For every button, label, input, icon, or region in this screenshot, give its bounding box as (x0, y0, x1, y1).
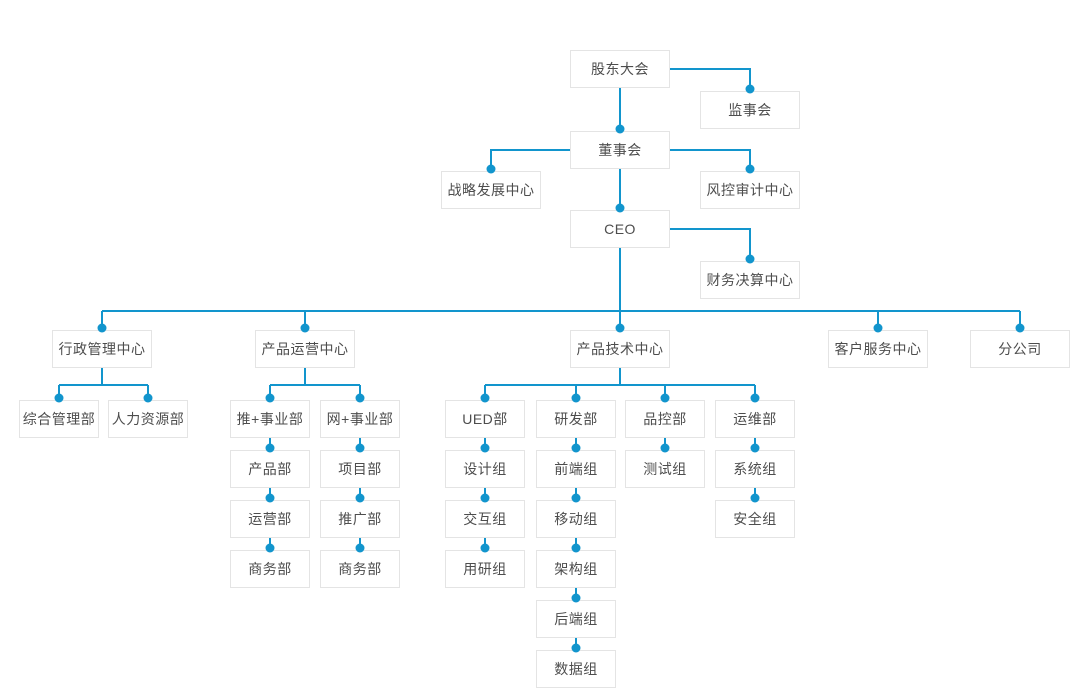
org-node-ops-dept: 运维部 (715, 400, 795, 438)
org-node-product-dept: 产品部 (230, 450, 310, 488)
org-node-interaction-group: 交互组 (445, 500, 525, 538)
org-node-general-mgmt-dept: 综合管理部 (19, 400, 99, 438)
org-node-mobile-group: 移动组 (536, 500, 616, 538)
org-node-promotion-dept: 推广部 (320, 500, 400, 538)
org-node-tui-business-dept: 推+事业部 (230, 400, 310, 438)
org-node-risk-audit-center: 风控审计中心 (700, 171, 800, 209)
org-node-project-dept: 项目部 (320, 450, 400, 488)
org-node-admin-center: 行政管理中心 (52, 330, 152, 368)
org-node-shareholders-meeting: 股东大会 (570, 50, 670, 88)
org-node-business-dept-wang: 商务部 (320, 550, 400, 588)
org-node-wang-business-dept: 网+事业部 (320, 400, 400, 438)
org-node-backend-group: 后端组 (536, 600, 616, 638)
org-node-business-dept-tui: 商务部 (230, 550, 310, 588)
org-node-board-of-directors: 董事会 (570, 131, 670, 169)
org-node-branch-company: 分公司 (970, 330, 1070, 368)
org-node-product-tech-center: 产品技术中心 (570, 330, 670, 368)
org-node-ceo: CEO (570, 210, 670, 248)
org-node-operation-dept: 运营部 (230, 500, 310, 538)
org-node-product-operation-center: 产品运营中心 (255, 330, 355, 368)
org-node-strategy-center: 战略发展中心 (441, 171, 541, 209)
org-node-customer-service-center: 客户服务中心 (828, 330, 928, 368)
org-node-security-group: 安全组 (715, 500, 795, 538)
org-node-finance-center: 财务决算中心 (700, 261, 800, 299)
org-node-design-group: 设计组 (445, 450, 525, 488)
org-node-ued-dept: UED部 (445, 400, 525, 438)
org-node-rnd-dept: 研发部 (536, 400, 616, 438)
org-node-frontend-group: 前端组 (536, 450, 616, 488)
org-node-testing-group: 测试组 (625, 450, 705, 488)
org-node-quality-dept: 品控部 (625, 400, 705, 438)
org-node-architecture-group: 架构组 (536, 550, 616, 588)
org-node-supervisory-board: 监事会 (700, 91, 800, 129)
org-node-user-research-group: 用研组 (445, 550, 525, 588)
org-node-system-group: 系统组 (715, 450, 795, 488)
org-node-data-group: 数据组 (536, 650, 616, 688)
org-node-hr-dept: 人力资源部 (108, 400, 188, 438)
